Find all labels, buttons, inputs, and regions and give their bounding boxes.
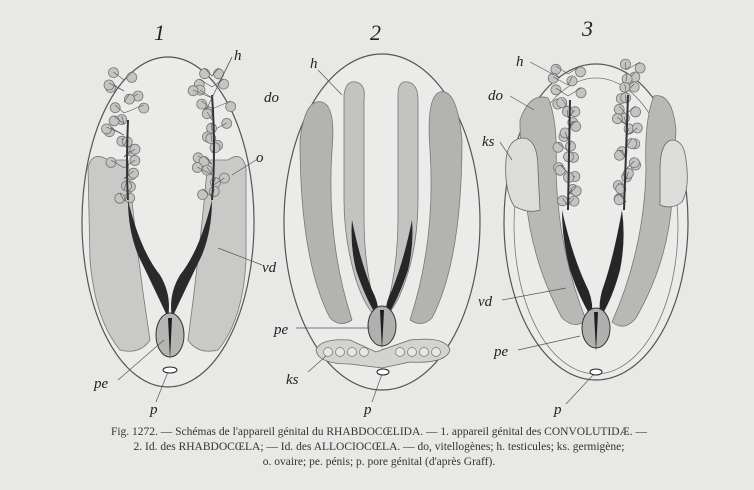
panel-1-label-p: p: [149, 402, 158, 418]
follicle: [226, 102, 236, 112]
panel-3-label-vd: vd: [478, 294, 493, 310]
panel-1-genital-pore: [163, 367, 177, 373]
panel-2-rhabdocoela: 2 h do pe ks p: [264, 20, 480, 418]
follicle: [210, 143, 220, 153]
follicle: [222, 118, 232, 128]
panel-1-convolutidae: 1 h o vd pe p: [82, 20, 277, 418]
germ-cell: [360, 348, 369, 357]
germ-cell: [396, 348, 405, 357]
panel-1-number: 1: [154, 20, 165, 45]
follicle: [614, 104, 624, 114]
panel-3-number: 3: [581, 16, 593, 41]
panel-1-label-vd: vd: [262, 260, 277, 276]
follicle: [566, 141, 576, 151]
follicle: [110, 103, 120, 113]
panel-2-genital-pore: [377, 369, 389, 375]
caption-line-1: Fig. 1272. — Schémas de l'appareil génit…: [111, 426, 647, 438]
panel-3-label-ks: ks: [482, 134, 495, 150]
panel-3-label-pe: pe: [493, 344, 509, 360]
panel-2-label-ks: ks: [286, 372, 299, 388]
follicle: [115, 193, 125, 203]
follicle: [629, 158, 639, 168]
follicle: [188, 86, 198, 96]
panel-2-label-h: h: [310, 56, 318, 72]
follicle: [139, 103, 149, 113]
follicle: [197, 99, 207, 109]
follicle: [631, 107, 641, 117]
panel-2-label-do: do: [264, 90, 280, 106]
follicle: [198, 190, 208, 200]
follicle: [553, 142, 563, 152]
follicle: [209, 186, 219, 196]
follicle: [571, 186, 581, 196]
follicle: [129, 168, 139, 178]
panel-2-label-pe: pe: [273, 322, 289, 338]
germ-cell: [348, 348, 357, 357]
follicle: [202, 109, 212, 119]
panel-2-number: 2: [370, 20, 381, 45]
panel-2-label-p: p: [363, 402, 372, 418]
panel-1-vas-stem-left: [127, 120, 128, 200]
follicle: [620, 82, 630, 92]
germ-cell: [432, 348, 441, 357]
germ-cell: [324, 348, 333, 357]
panel-3-germarium-left: [506, 138, 540, 211]
panel-1-label-h: h: [234, 48, 242, 64]
follicle: [614, 195, 624, 205]
germ-cell: [336, 348, 345, 357]
follicle: [612, 114, 622, 124]
panel-1-label-pe: pe: [93, 376, 109, 392]
germ-cell: [420, 348, 429, 357]
panel-1-label-o: o: [256, 150, 264, 166]
panel-3-label-h: h: [516, 54, 524, 70]
caption-line-2: 2. Id. des RHABDOCŒLA; — Id. des ALLOCIO…: [134, 441, 625, 453]
follicle: [200, 69, 210, 79]
follicle: [571, 121, 581, 131]
follicle: [192, 163, 202, 173]
panel-3-label-do: do: [488, 88, 504, 104]
follicle: [569, 196, 579, 206]
follicle: [551, 85, 561, 95]
follicle: [555, 165, 565, 175]
follicle: [558, 196, 568, 206]
follicle: [109, 116, 119, 126]
panel-3-label-p: p: [553, 402, 562, 418]
follicle: [635, 63, 645, 73]
panel-3-genital-pore: [590, 369, 602, 375]
caption-line-3: o. ovaire; pe. pénis; p. pore génital (d…: [263, 456, 495, 468]
follicle: [130, 156, 140, 166]
follicle: [109, 68, 119, 78]
follicle: [576, 88, 586, 98]
panel-3-germarium-right: [660, 140, 687, 207]
follicle: [615, 150, 625, 160]
figure-caption: Fig. 1272. — Schémas de l'appareil génit…: [14, 425, 744, 470]
follicle: [551, 64, 561, 74]
germ-cell: [408, 348, 417, 357]
panel-3-alloiocoela: 3 h do ks vd pe p: [478, 16, 688, 418]
follicle: [127, 72, 137, 82]
